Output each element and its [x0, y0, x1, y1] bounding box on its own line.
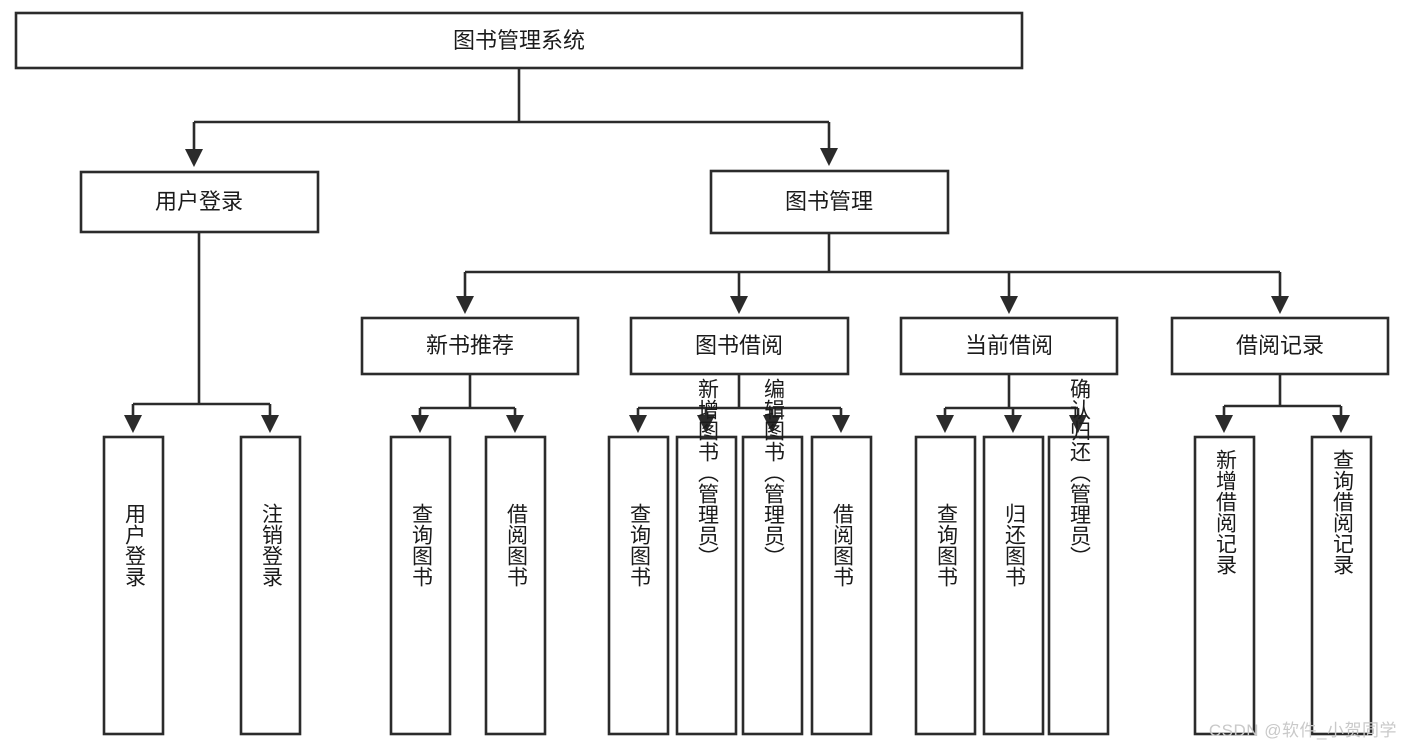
node-leaf-logout-label: 注销登录 [259, 503, 283, 587]
node-leaf-add-book-label: 新增图书（管理员） [695, 378, 719, 567]
node-leaf-logout[interactable]: 注销登录 [239, 435, 302, 736]
node-leaf-query-record-box[interactable] [1310, 435, 1373, 736]
node-leaf-logout-box[interactable] [239, 435, 302, 736]
node-leaf-edit-book-label: 编辑图书（管理员） [761, 378, 785, 567]
node-leaf-query-book-1[interactable]: 查询图书 [389, 435, 452, 736]
node-leaf-confirm-return[interactable]: 确认归还（管理员） [1047, 378, 1110, 736]
node-user-login-box[interactable] [79, 170, 320, 234]
csdn-watermark: CSDN @软件_小贺同学 [1208, 721, 1397, 740]
node-leaf-add-book-box[interactable] [675, 435, 738, 736]
node-leaf-query-book-2-label: 查询图书 [627, 503, 651, 587]
node-new-book-rec-box[interactable] [360, 316, 580, 376]
node-leaf-borrow-book-2-box[interactable] [810, 435, 873, 736]
node-book-manage-label: 图书管理 [785, 189, 873, 214]
node-leaf-borrow-book-2[interactable]: 借阅图书 [810, 435, 873, 736]
node-book-manage-box[interactable] [709, 169, 950, 235]
node-leaf-query-book-1-box[interactable] [389, 435, 452, 736]
node-leaf-edit-book[interactable]: 编辑图书（管理员） [741, 378, 804, 736]
node-leaf-query-record[interactable]: 查询借阅记录 [1310, 435, 1373, 736]
node-current-borrow-label: 当前借阅 [965, 333, 1053, 358]
node-borrow-record-box[interactable] [1170, 316, 1390, 376]
node-leaf-query-book-2-box[interactable] [607, 435, 670, 736]
node-leaf-borrow-book-1[interactable]: 借阅图书 [484, 435, 547, 736]
node-book-borrow[interactable]: 图书借阅 [629, 316, 850, 376]
node-root-label: 图书管理系统 [453, 28, 585, 53]
node-user-login[interactable]: 用户登录 [79, 170, 320, 234]
node-leaf-return-book-label: 归还图书 [1002, 503, 1026, 587]
node-root[interactable]: 图书管理系统 [14, 11, 1024, 70]
node-leaf-return-book[interactable]: 归还图书 [982, 435, 1045, 736]
node-new-book-rec[interactable]: 新书推荐 [360, 316, 580, 376]
node-leaf-query-book-3[interactable]: 查询图书 [914, 435, 977, 736]
node-leaf-user-login-box[interactable] [102, 435, 165, 736]
node-leaf-add-book[interactable]: 新增图书（管理员） [675, 378, 738, 736]
node-leaf-edit-book-box[interactable] [741, 435, 804, 736]
node-user-login-label: 用户登录 [155, 189, 243, 214]
node-current-borrow[interactable]: 当前借阅 [899, 316, 1119, 376]
node-leaf-confirm-return-box[interactable] [1047, 435, 1110, 736]
node-leaf-query-book-1-label: 查询图书 [409, 503, 433, 587]
node-leaf-borrow-book-1-box[interactable] [484, 435, 547, 736]
node-leaf-query-book-3-label: 查询图书 [934, 503, 958, 587]
node-leaf-confirm-return-label: 确认归还（管理员） [1067, 378, 1091, 567]
node-new-book-rec-label: 新书推荐 [426, 333, 514, 358]
node-leaf-query-book-2[interactable]: 查询图书 [607, 435, 670, 736]
node-current-borrow-box[interactable] [899, 316, 1119, 376]
node-book-borrow-label: 图书借阅 [695, 333, 783, 358]
node-leaf-add-record-label: 新增借阅记录 [1213, 449, 1237, 575]
connector-layer [123, 68, 1351, 434]
node-leaf-borrow-book-2-label: 借阅图书 [830, 503, 854, 587]
node-book-borrow-box[interactable] [629, 316, 850, 376]
node-leaf-user-login-label: 用户登录 [122, 503, 146, 587]
node-leaf-user-login[interactable]: 用户登录 [102, 435, 165, 736]
node-leaf-borrow-book-1-label: 借阅图书 [504, 503, 528, 587]
node-leaf-return-book-box[interactable] [982, 435, 1045, 736]
node-leaf-query-record-label: 查询借阅记录 [1330, 449, 1354, 575]
node-leaf-query-book-3-box[interactable] [914, 435, 977, 736]
node-leaf-add-record[interactable]: 新增借阅记录 [1193, 435, 1256, 736]
node-borrow-record[interactable]: 借阅记录 [1170, 316, 1390, 376]
node-borrow-record-label: 借阅记录 [1236, 333, 1324, 358]
node-book-manage[interactable]: 图书管理 [709, 169, 950, 235]
node-root-box[interactable] [14, 11, 1024, 70]
node-leaf-add-record-box[interactable] [1193, 435, 1256, 736]
